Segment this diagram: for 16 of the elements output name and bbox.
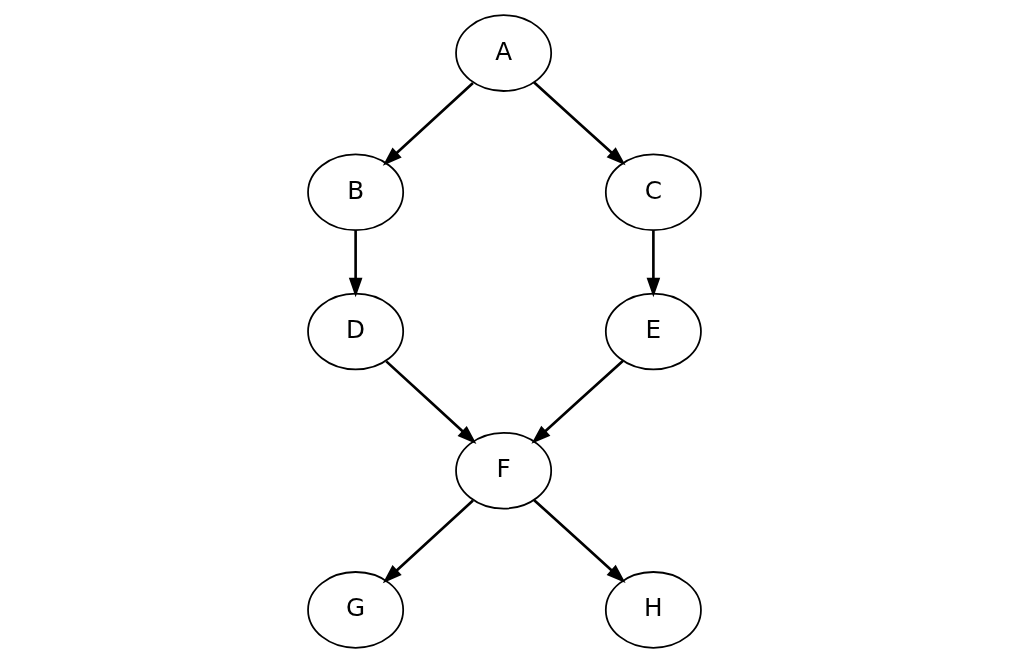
node-ellipse: F — [455, 431, 553, 510]
node-ellipse: G — [307, 571, 405, 649]
arrow — [348, 230, 363, 298]
node-ellipse: C — [604, 153, 702, 232]
node-ellipse: B — [307, 153, 405, 232]
arrow — [382, 499, 474, 584]
node-ellipse: A — [455, 14, 553, 92]
arrow — [531, 359, 624, 444]
arrow — [533, 498, 626, 583]
arrow — [646, 230, 661, 298]
arrow — [533, 81, 626, 166]
arrow — [382, 82, 474, 166]
node-ellipse: D — [307, 292, 405, 371]
node-ellipse: H — [604, 571, 702, 649]
arrow — [385, 360, 477, 445]
node-ellipse: E — [604, 292, 702, 371]
